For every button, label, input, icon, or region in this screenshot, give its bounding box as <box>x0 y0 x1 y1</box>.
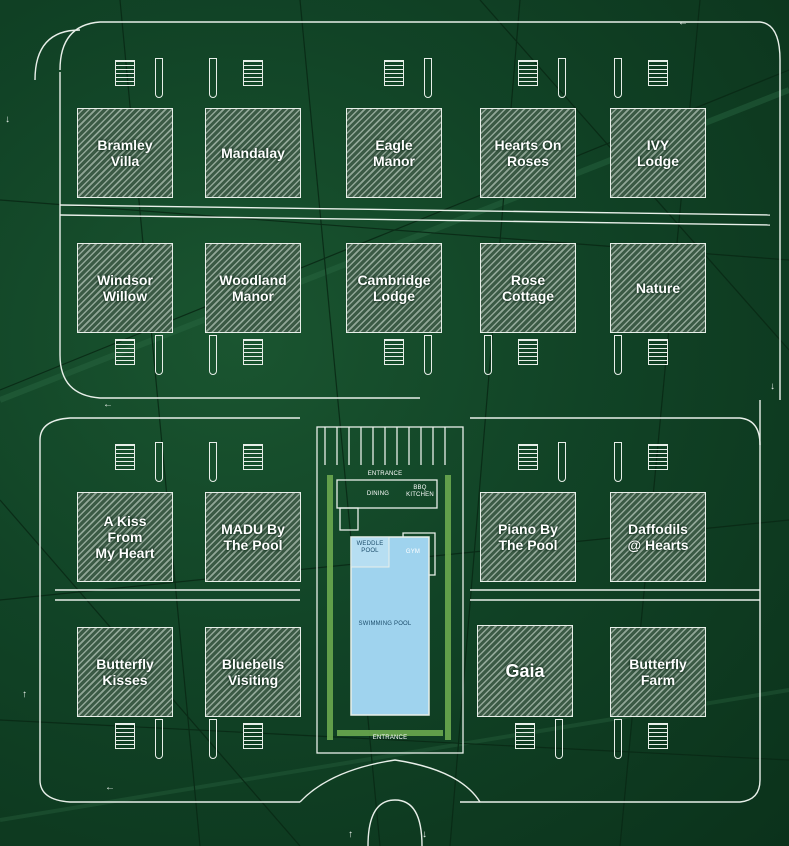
unit-mandalay[interactable]: Mandalay <box>205 108 301 198</box>
unit-label: Gaia <box>505 661 545 681</box>
arrow-down-icon: ↓ <box>5 114 10 125</box>
unit-woodland-manor[interactable]: Woodland Manor <box>205 243 301 333</box>
arrow-up-icon: ↑ <box>22 689 27 700</box>
unit-daffodils-at-hearts[interactable]: Daffodils @ Hearts <box>610 492 706 582</box>
unit-cambridge-lodge[interactable]: Cambridge Lodge <box>346 243 442 333</box>
unit-label: IVY Lodge <box>637 137 679 169</box>
hedge-right <box>445 475 451 740</box>
unit-label: Hearts On Roses <box>494 137 562 169</box>
dining-kitchen-block <box>336 479 438 509</box>
arrow-left-icon: ← <box>678 17 688 28</box>
unit-label: Mandalay <box>221 145 285 161</box>
gym-label: GYM <box>405 549 421 555</box>
unit-label: Windsor Willow <box>97 272 153 304</box>
bbq-kitchen-label: BBQ KITCHEN <box>406 485 434 498</box>
unit-label: Bramley Villa <box>97 137 153 169</box>
unit-bramley-villa[interactable]: Bramley Villa <box>77 108 173 198</box>
unit-hearts-on-roses[interactable]: Hearts On Roses <box>480 108 576 198</box>
arrow-up-icon: ↑ <box>348 829 353 840</box>
unit-label: Rose Cottage <box>501 272 555 304</box>
arrow-down-icon: ↓ <box>422 829 427 840</box>
dining-label: DINING <box>366 491 390 497</box>
unit-ivy-lodge[interactable]: IVY Lodge <box>610 108 706 198</box>
swimming-pool-label: SWIMMING POOL <box>358 621 412 627</box>
unit-piano-by-the-pool[interactable]: Piano By The Pool <box>480 492 576 582</box>
unit-label: Piano By The Pool <box>498 521 558 553</box>
unit-label: Eagle Manor <box>373 137 415 169</box>
pool-complex <box>316 426 464 754</box>
arrow-down-icon: ↓ <box>770 381 775 392</box>
road-lines <box>34 21 781 846</box>
unit-nature[interactable]: Nature <box>610 243 706 333</box>
arrow-left-icon: ← <box>103 399 113 410</box>
unit-butterfly-kisses[interactable]: Butterfly Kisses <box>77 627 173 717</box>
unit-gaia[interactable]: Gaia <box>477 625 573 717</box>
hedge-left <box>327 475 333 740</box>
entrance-top-label: ENTRANCE <box>367 471 403 477</box>
unit-label: MADU By The Pool <box>221 521 285 553</box>
unit-label: Butterfly Farm <box>629 656 687 688</box>
unit-a-kiss-from-my-heart[interactable]: A Kiss From My Heart <box>77 492 173 582</box>
unit-label: A Kiss From My Heart <box>95 513 155 561</box>
unit-label: Bluebells Visiting <box>221 656 285 688</box>
unit-windsor-willow[interactable]: Windsor Willow <box>77 243 173 333</box>
entrance-bottom-label: ENTRANCE <box>372 735 408 741</box>
unit-eagle-manor[interactable]: Eagle Manor <box>346 108 442 198</box>
unit-label: Butterfly Kisses <box>96 656 154 688</box>
hedge-bottom <box>337 730 443 736</box>
unit-madu-by-the-pool[interactable]: MADU By The Pool <box>205 492 301 582</box>
wedding-pool-water <box>350 536 390 568</box>
unit-label: Nature <box>635 280 681 296</box>
pool-complex-outline <box>316 426 464 754</box>
unit-bluebells-visiting[interactable]: Bluebells Visiting <box>205 627 301 717</box>
unit-butterfly-farm[interactable]: Butterfly Farm <box>610 627 706 717</box>
unit-rose-cottage[interactable]: Rose Cottage <box>480 243 576 333</box>
unit-label: Woodland Manor <box>219 272 287 304</box>
unit-label: Daffodils @ Hearts <box>627 521 689 553</box>
unit-label: Cambridge Lodge <box>357 272 431 304</box>
arrow-left-icon: ← <box>105 782 115 793</box>
wedding-pool-label: WEDDLE POOL <box>356 541 384 554</box>
wc-block <box>339 507 359 531</box>
